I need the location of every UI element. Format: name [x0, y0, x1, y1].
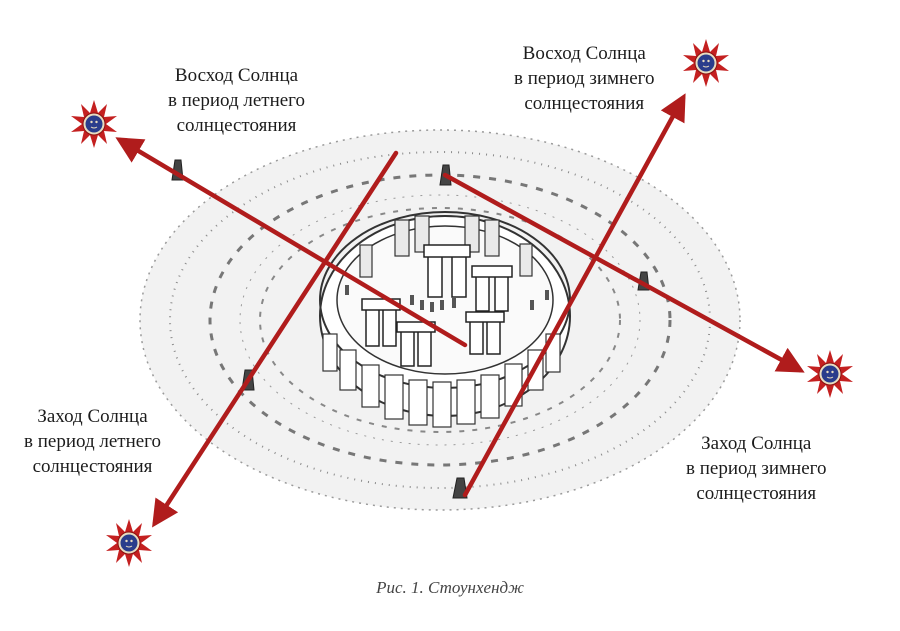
winter-sunset-label: Заход Солнца в период зимнего солнцестоя…	[686, 431, 826, 506]
winter-sunrise-line-2: в период зимнего	[514, 68, 655, 89]
figure-caption: Рис. 1. Стоунхендж	[376, 578, 524, 597]
winter-sunset-arrow	[442, 172, 805, 373]
winter-sunrise-line-1: Восход Солнца	[522, 43, 646, 64]
sun-icon	[70, 99, 118, 149]
alignment-arrows	[115, 93, 805, 528]
winter-sunrise-label: Восход Солнца в период зимнего солнцесто…	[514, 41, 654, 116]
winter-sunrise-line-3: солнцестояния	[524, 93, 645, 114]
summer-sunrise-label: Восход Солнца в период летнего солнцесто…	[168, 63, 305, 138]
summer-sunrise-line-2: в период летнего	[168, 90, 305, 111]
standing-stone-icon	[452, 477, 468, 499]
summer-sunrise-line-3: солнцестояния	[176, 115, 297, 136]
summer-sunset-line-2: в период летнего	[24, 431, 161, 452]
winter-sunset-line-1: Заход Солнца	[701, 433, 812, 454]
sun-icon	[105, 518, 153, 568]
winter-sunset-line-2: в период зимнего	[686, 458, 827, 479]
summer-sunset-label: Заход Солнца в период летнего солнцестоя…	[24, 404, 161, 479]
summer-sunset-arrow	[152, 150, 399, 528]
summer-sunset-line-1: Заход Солнца	[37, 406, 148, 427]
stone-circle	[319, 211, 571, 428]
winter-sunrise-arrow	[462, 93, 686, 498]
sun-icon	[682, 38, 730, 88]
summer-sunset-line-3: солнцестояния	[32, 456, 153, 477]
summer-sunrise-line-1: Восход Солнца	[174, 65, 299, 86]
winter-sunset-line-3: солнцестояния	[696, 483, 817, 504]
summer-sunrise-arrow	[115, 137, 468, 348]
sun-icon	[806, 349, 854, 399]
